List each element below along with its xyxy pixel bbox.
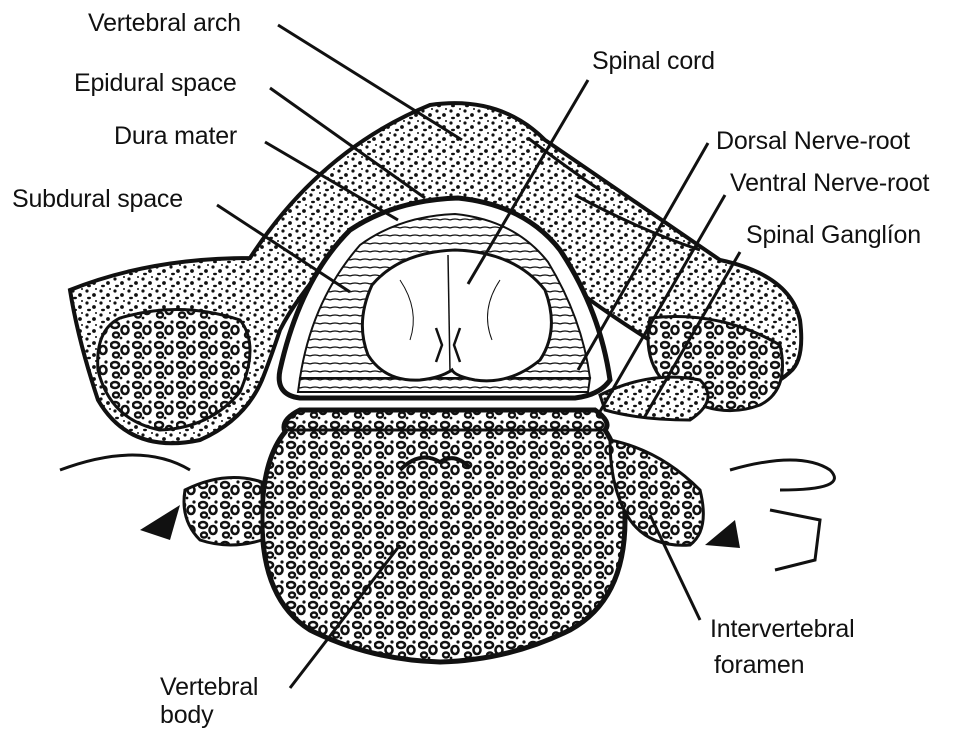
label-subdural-space: Subdural space — [12, 184, 183, 214]
label-dorsal-nerve-root: Dorsal Nerve-root — [716, 126, 910, 156]
label-spinal-ganglion: Spinal Ganglíon — [746, 220, 921, 250]
label-vertebral-body-line1: Vertebral — [160, 672, 258, 702]
label-ventral-nerve-root: Ventral Nerve-root — [730, 168, 929, 198]
vertebral-body-shape — [262, 410, 625, 662]
label-epidural-space: Epidural space — [74, 68, 237, 98]
label-intervertebral-foramen-line2: foramen — [714, 650, 804, 680]
spinal-cord-shape — [362, 250, 551, 381]
label-intervertebral-foramen-line1: Intervertebral — [710, 614, 855, 644]
label-spinal-cord: Spinal cord — [592, 46, 715, 76]
label-dura-mater: Dura mater — [114, 121, 237, 151]
leader-vertebral-arch — [278, 25, 462, 140]
label-vertebral-body-line2: body — [160, 700, 213, 730]
label-vertebral-arch: Vertebral arch — [88, 8, 241, 38]
